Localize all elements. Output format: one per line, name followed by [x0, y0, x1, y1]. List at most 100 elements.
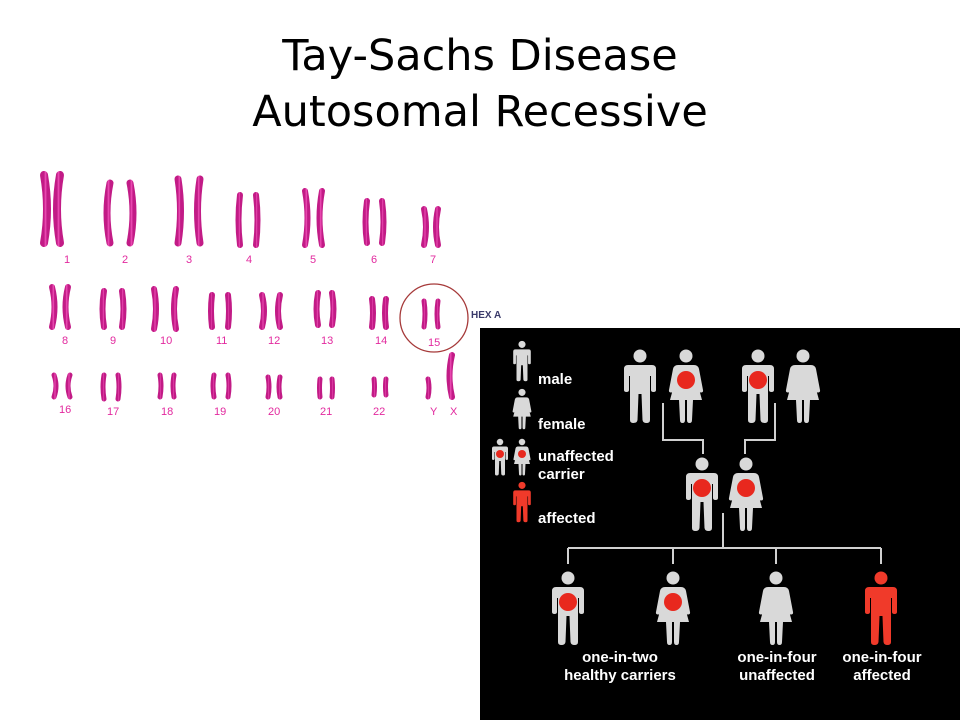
chromosome-14-b: [382, 296, 389, 330]
child-carrier-male: [552, 571, 584, 645]
chromosome-label-6: 6: [371, 254, 377, 266]
chromosome-label-10: 10: [160, 335, 172, 347]
chromosome-3-a: [174, 175, 184, 247]
chromosome-8-b: [62, 284, 71, 330]
caption-carriers-1: one-in-two: [582, 649, 658, 666]
karyotype-chart: 1 2 3 4 5 6 7 8 9 10 11 12 13 14 15 16 1…: [40, 171, 501, 418]
grandfather-2-carrier: [742, 349, 774, 423]
chromosome-17-a: [100, 372, 107, 402]
caption-affected-2: affected: [853, 667, 911, 684]
chromosome-label-17: 17: [107, 406, 119, 418]
chromosome-pairs: [40, 171, 455, 402]
child-unaffected-female: [758, 571, 794, 645]
chromosome-2-a: [103, 179, 114, 247]
chromosome-21-b: [329, 376, 335, 400]
chromosome-label-2: 2: [122, 254, 128, 266]
chromosome-label-1: 1: [64, 254, 70, 266]
legend-male-label: male: [538, 371, 572, 388]
child-carrier-female: [655, 571, 691, 645]
caption-unaffected-1: one-in-four: [737, 649, 816, 666]
title-line-1: Tay-Sachs Disease: [282, 31, 678, 81]
hex-a-label: HEX A: [471, 310, 501, 321]
chromosome-5-b: [316, 188, 325, 248]
chromosome-13-a: [313, 290, 321, 328]
chromosome-18-a: [157, 372, 164, 400]
chromosome-12-a: [259, 292, 267, 330]
chromosome-22-b: [383, 376, 389, 398]
chromosome-6-b: [379, 198, 387, 246]
grandmother-1-carrier: [668, 349, 704, 423]
chromosome-15-a: [421, 298, 428, 330]
chromosome-14-a: [369, 296, 376, 330]
chromosome-19-a: [210, 372, 217, 400]
captions: one-in-two healthy carriers one-in-four …: [564, 649, 922, 684]
chromosome-label-9: 9: [110, 335, 116, 347]
legend: male female unaffected carrier affected: [492, 340, 614, 527]
chromosome-11-b: [225, 292, 232, 330]
legend-female-icon: [512, 388, 532, 430]
chromosome-label-y: Y: [430, 406, 438, 418]
slide-title: Tay-Sachs Disease Autosomal Recessive: [0, 28, 960, 140]
pedigree-lines: [567, 403, 882, 564]
chromosome-16-a: [51, 372, 59, 400]
legend-affected-icon: [513, 481, 531, 523]
chromosome-Y: [425, 376, 432, 400]
title-line-2: Autosomal Recessive: [252, 87, 708, 137]
chromosome-label-21: 21: [320, 406, 332, 418]
caption-unaffected-2: unaffected: [739, 667, 815, 684]
chromosome-label-11: 11: [216, 335, 227, 347]
caption-carriers-2: healthy carriers: [564, 667, 676, 684]
legend-carrier-label-2: carrier: [538, 466, 585, 483]
legend-female-label: female: [538, 416, 586, 433]
chromosome-1-b: [53, 171, 64, 247]
legend-male-icon: [513, 340, 531, 382]
father-carrier: [686, 457, 718, 531]
chromosome-12-b: [275, 292, 283, 330]
chromosome-7-b: [433, 206, 441, 248]
chromosome-3-b: [194, 175, 204, 247]
chromosome-label-5: 5: [310, 254, 316, 266]
chromosome-label-22: 22: [373, 406, 385, 418]
chromosome-9-b: [119, 288, 127, 330]
highlight-circle-15: [399, 283, 469, 353]
chromosome-label-7: 7: [430, 254, 436, 266]
chromosome-20-b: [276, 374, 283, 400]
chromosome-15-b: [434, 298, 441, 330]
chromosome-9-a: [99, 288, 107, 330]
chromosome-6-a: [362, 198, 370, 246]
chromosome-1-a: [40, 171, 51, 247]
chromosome-10-a: [151, 286, 159, 332]
chromosome-label-4: 4: [246, 254, 252, 266]
chromosome-label-8: 8: [62, 335, 68, 347]
inheritance-pedigree: male female unaffected carrier affected …: [480, 328, 960, 720]
chromosome-5-a: [302, 188, 311, 248]
chromosome-17-b: [115, 372, 122, 402]
chromosome-label-14: 14: [375, 335, 387, 347]
chromosome-4-a: [235, 192, 243, 248]
chromosome-7-a: [421, 206, 429, 248]
child-affected-male: [865, 571, 897, 645]
caption-affected-1: one-in-four: [842, 649, 921, 666]
chromosome-label-16: 16: [59, 404, 71, 416]
chromosome-X: [446, 352, 455, 400]
legend-affected-label: affected: [538, 510, 596, 527]
mother-carrier: [728, 457, 764, 531]
legend-carrier-female-icon: [513, 438, 531, 476]
chromosome-label-19: 19: [214, 406, 226, 418]
chromosome-4-b: [253, 192, 261, 248]
chromosome-10-b: [171, 286, 179, 332]
chromosome-label-12: 12: [268, 335, 280, 347]
chromosome-11-a: [208, 292, 215, 330]
chromosome-2-b: [126, 179, 137, 247]
grandfather-1: [624, 349, 656, 423]
chromosome-13-b: [329, 290, 337, 328]
chromosome-18-b: [170, 372, 177, 400]
chromosome-label-18: 18: [161, 406, 173, 418]
chromosome-labels: 1 2 3 4 5 6 7 8 9 10 11 12 13 14 15 16 1…: [59, 254, 458, 418]
chromosome-22-a: [371, 376, 377, 398]
chromosome-20-a: [265, 374, 272, 400]
chromosome-16-b: [65, 372, 73, 400]
chromosome-19-b: [225, 372, 232, 400]
chromosome-label-15: 15: [428, 337, 440, 349]
chromosome-21-a: [317, 376, 323, 400]
